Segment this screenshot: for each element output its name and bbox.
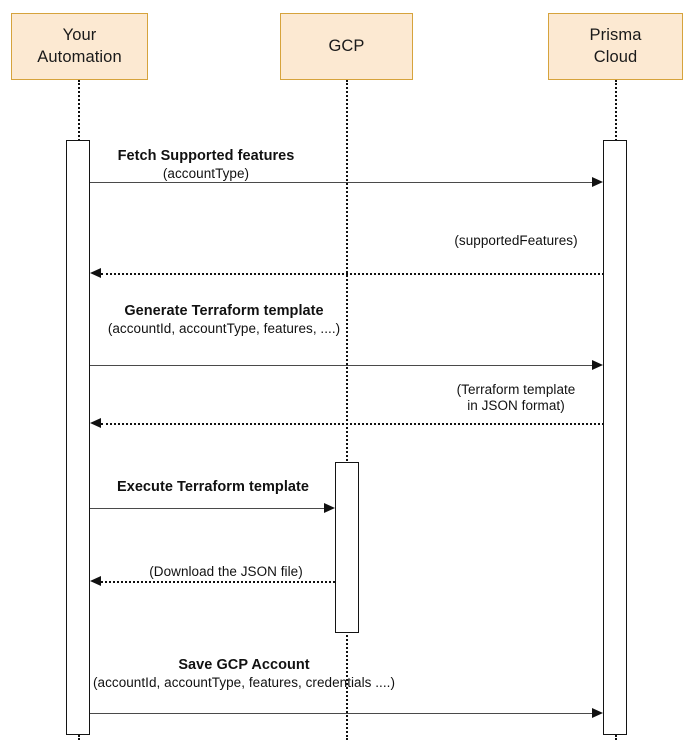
participant-prisma-cloud[interactable]: Prisma Cloud [548, 13, 683, 80]
message-params-supported-features-response: (supportedFeatures) [454, 233, 578, 248]
participant-your-automation-line1: Your [62, 26, 97, 45]
message-line-generate-terraform-template [90, 365, 594, 366]
message-arrowhead-save-gcp-account [592, 707, 603, 718]
message-params-generate-terraform-template: (accountId, accountType, features, ....) [107, 320, 341, 336]
participant-prisma-cloud-line2: Cloud [593, 47, 638, 66]
message-line-save-gcp-account [90, 713, 594, 714]
message-title-generate-terraform-template: Generate Terraform template [124, 303, 324, 319]
activation-bar-gcp [335, 462, 359, 633]
message-arrowhead-generate-terraform-template [592, 359, 603, 370]
message-title-execute-terraform-template: Execute Terraform template [116, 479, 310, 495]
participant-gcp[interactable]: GCP [280, 13, 413, 80]
message-label-fetch-supported-features: Fetch Supported features (accountType) [118, 148, 295, 182]
message-line-supported-features-response [101, 273, 604, 275]
participant-your-automation-line2: Automation [37, 47, 122, 66]
message-label-download-json-file: (Download the JSON file) [149, 564, 303, 580]
message-arrowhead-download-json-file [90, 575, 101, 586]
message-arrowhead-terraform-template-response [90, 417, 101, 428]
message-line-download-json-file [101, 581, 335, 583]
message-arrowhead-supported-features-response [90, 267, 101, 278]
message-label-supported-features-response: (supportedFeatures) [454, 233, 577, 249]
message-label-save-gcp-account: Save GCP Account (accountId, accountType… [93, 657, 395, 691]
lifeline-gcp [346, 80, 348, 740]
activation-bar-your-automation [66, 140, 90, 735]
message-title-save-gcp-account: Save GCP Account [178, 657, 310, 673]
message-label-execute-terraform-template: Execute Terraform template [117, 479, 309, 497]
message-title-fetch-supported-features: Fetch Supported features [117, 148, 295, 164]
participant-your-automation[interactable]: Your Automation [11, 13, 148, 80]
message-line-fetch-supported-features [90, 182, 594, 183]
message-params-fetch-supported-features: (accountType) [162, 165, 250, 181]
message-params-save-gcp-account: (accountId, accountType, features, crede… [92, 674, 396, 690]
participant-prisma-cloud-line1: Prisma [589, 26, 642, 45]
participant-gcp-line1: GCP [328, 36, 365, 55]
message-line-execute-terraform-template [90, 508, 324, 509]
message-params-terraform-template-response-line1: (Terraform template [456, 382, 576, 397]
message-params-download-json-file: (Download the JSON file) [149, 564, 303, 579]
message-label-generate-terraform-template: Generate Terraform template (accountId, … [108, 303, 340, 337]
activation-bar-prisma-cloud [603, 140, 627, 735]
message-arrowhead-fetch-supported-features [592, 176, 603, 187]
message-label-terraform-template-response: (Terraform template in JSON format) [457, 382, 576, 415]
message-params-terraform-template-response-line2: in JSON format) [467, 398, 565, 414]
message-line-terraform-template-response [101, 423, 604, 425]
message-arrowhead-execute-terraform-template [324, 502, 335, 513]
